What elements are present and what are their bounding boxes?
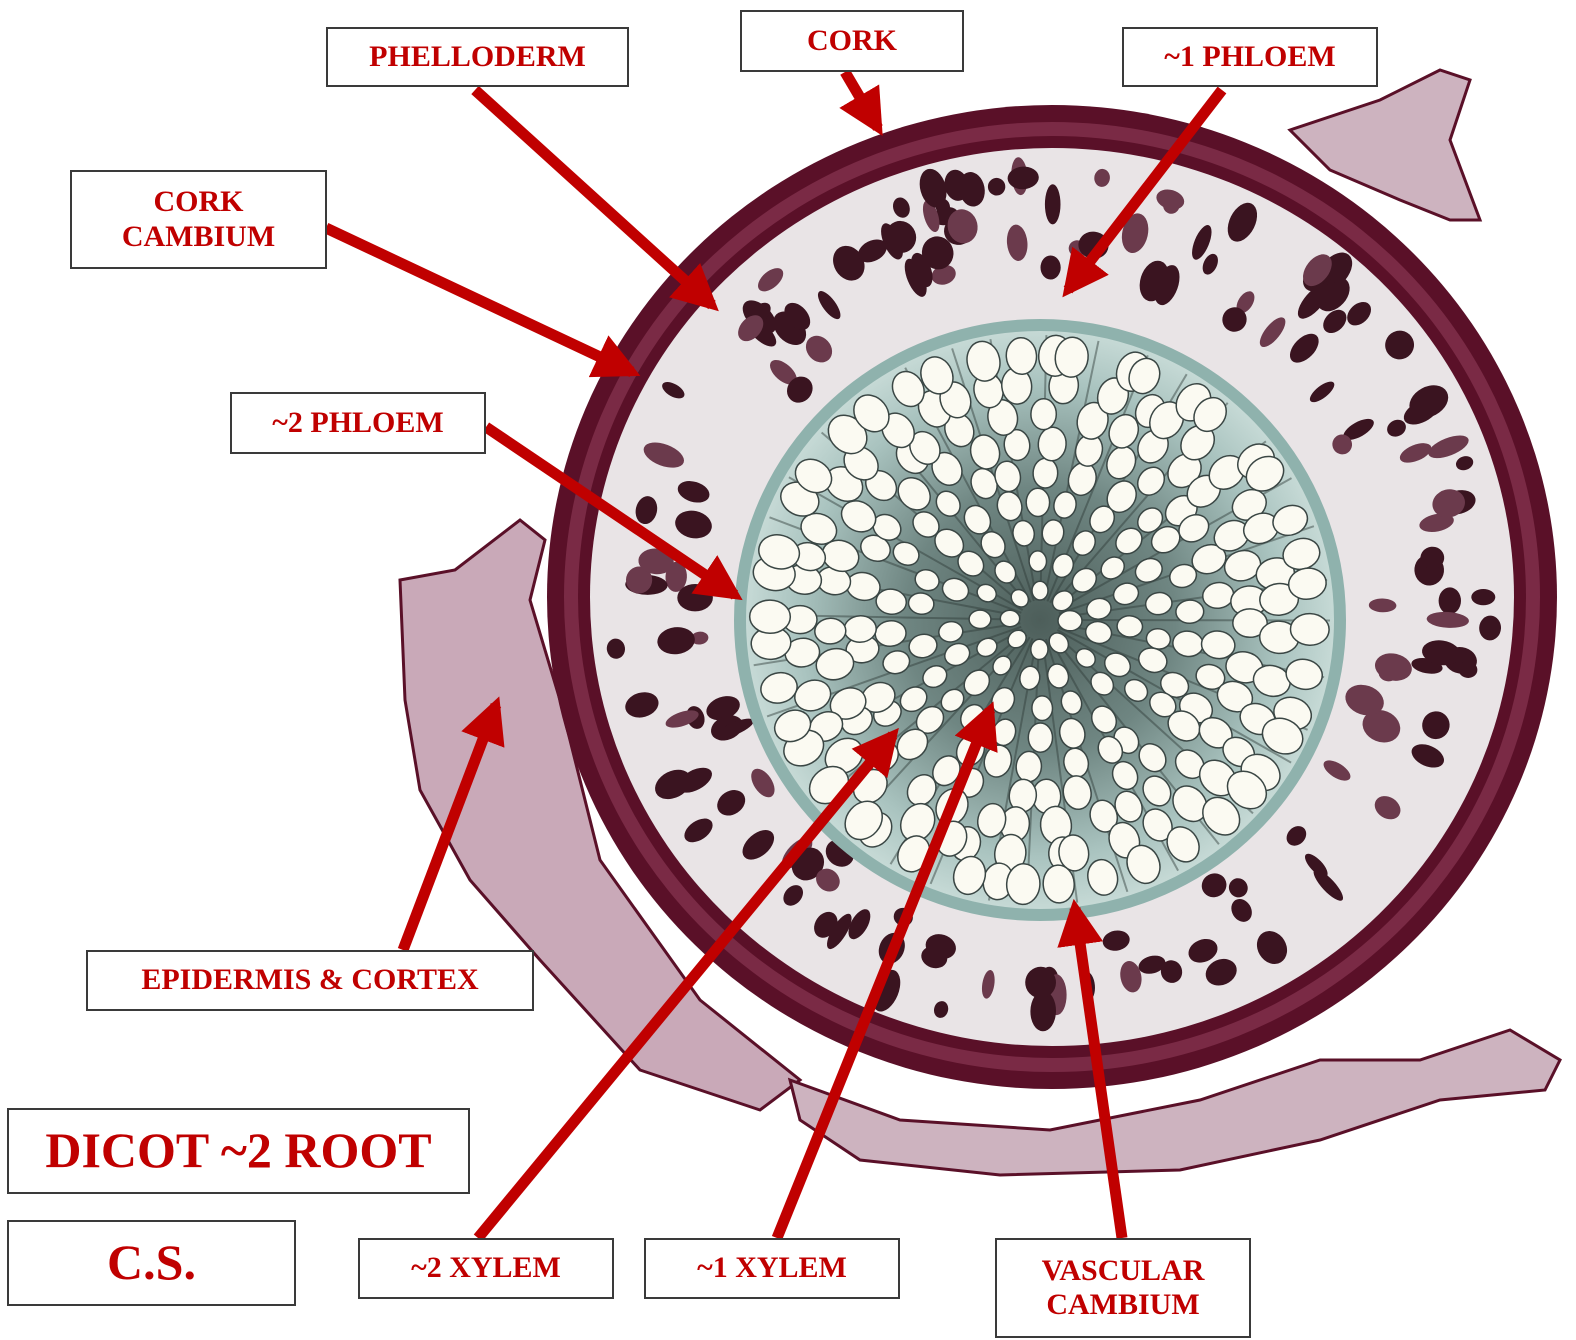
- label-phelloderm: PHELLODERM: [326, 27, 629, 87]
- arrow-cork: [845, 72, 878, 128]
- xylem-vessel: [1033, 458, 1059, 489]
- label-phloem1: ~1 PHLOEM: [1122, 27, 1378, 87]
- xylem-vessel: [1031, 639, 1049, 660]
- root-body: [547, 105, 1557, 1089]
- xylem-vessel: [1028, 723, 1052, 752]
- xylem-vessel: [1032, 696, 1053, 721]
- xylem-vessel: [969, 610, 991, 629]
- xylem-vessel: [1029, 551, 1047, 572]
- arrow-cork-cambium: [326, 228, 632, 372]
- xylem-vessel: [1058, 610, 1082, 631]
- label-xylem1: ~1 XYLEM: [644, 1238, 900, 1299]
- phloem-patch: [1471, 589, 1495, 605]
- label-cork-cambium: CORK CAMBIUM: [70, 170, 327, 269]
- diagram-title: DICOT ~2 ROOT: [7, 1108, 470, 1194]
- phloem-patch: [677, 584, 713, 611]
- diagram-subtitle: C.S.: [7, 1220, 296, 1306]
- xylem-vessel: [1032, 581, 1048, 600]
- xylem-vessel: [1026, 488, 1050, 517]
- xylem-vessel: [749, 600, 790, 634]
- xylem-vessel: [814, 617, 846, 644]
- xylem-vessel: [1031, 399, 1057, 430]
- xylem-vessel: [1000, 610, 1020, 627]
- xylem-vessel: [844, 615, 877, 643]
- label-xylem2: ~2 XYLEM: [358, 1238, 614, 1299]
- label-phloem2: ~2 PHLOEM: [230, 392, 486, 454]
- label-epidermis-cortex: EPIDERMIS & CORTEX: [86, 950, 534, 1011]
- label-vascular-cambium: VASCULAR CAMBIUM: [995, 1238, 1251, 1338]
- xylem-vessel: [1175, 599, 1204, 624]
- phloem-patch: [1040, 255, 1060, 279]
- phloem-patch: [1045, 184, 1061, 224]
- xylem-vessel: [1290, 613, 1330, 646]
- arrow-phelloderm: [475, 90, 712, 305]
- label-cork: CORK: [740, 10, 964, 72]
